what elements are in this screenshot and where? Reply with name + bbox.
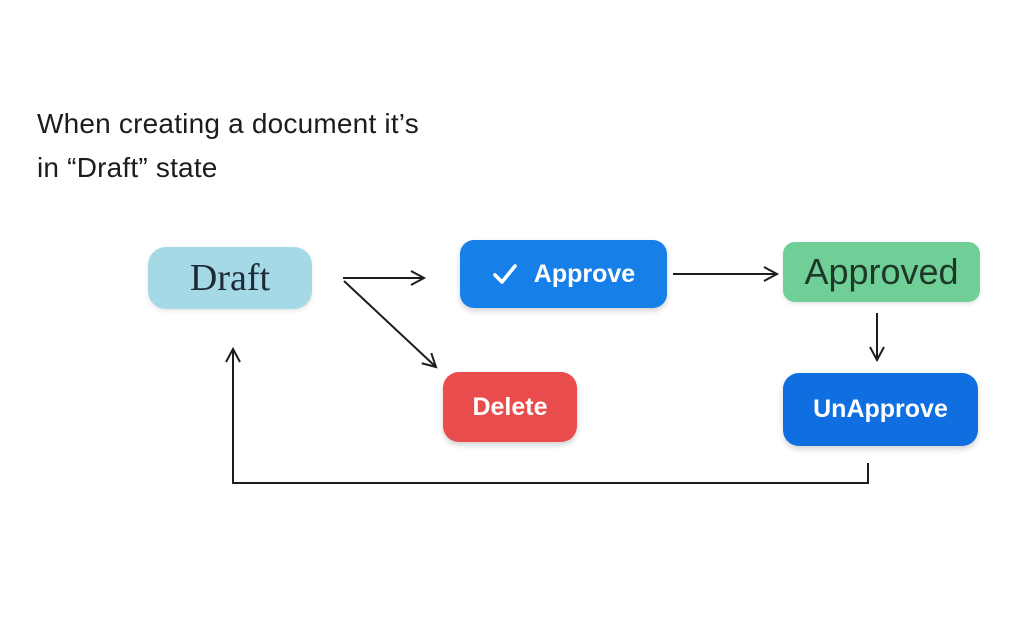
diagram-title-line1: When creating a document it’s [37,108,419,139]
check-icon [492,261,518,287]
diagram-title: When creating a document it’s in “Draft”… [37,102,419,190]
approved-label: Approved [804,251,959,292]
unapprove-button-label: UnApprove [813,395,948,423]
edge-draft-to-delete [343,280,438,369]
unapprove-button[interactable]: UnApprove [783,373,978,446]
draft-label: Draft [189,257,271,299]
state-node-approved: Approved [783,242,980,302]
approve-button-label: Approve [533,259,636,288]
approve-button[interactable]: Approve [460,240,667,308]
diagram-title-line2: in “Draft” state [37,152,218,183]
delete-button-label: Delete [472,392,548,421]
state-node-draft: Draft [148,247,312,309]
delete-button[interactable]: Delete [443,372,577,442]
